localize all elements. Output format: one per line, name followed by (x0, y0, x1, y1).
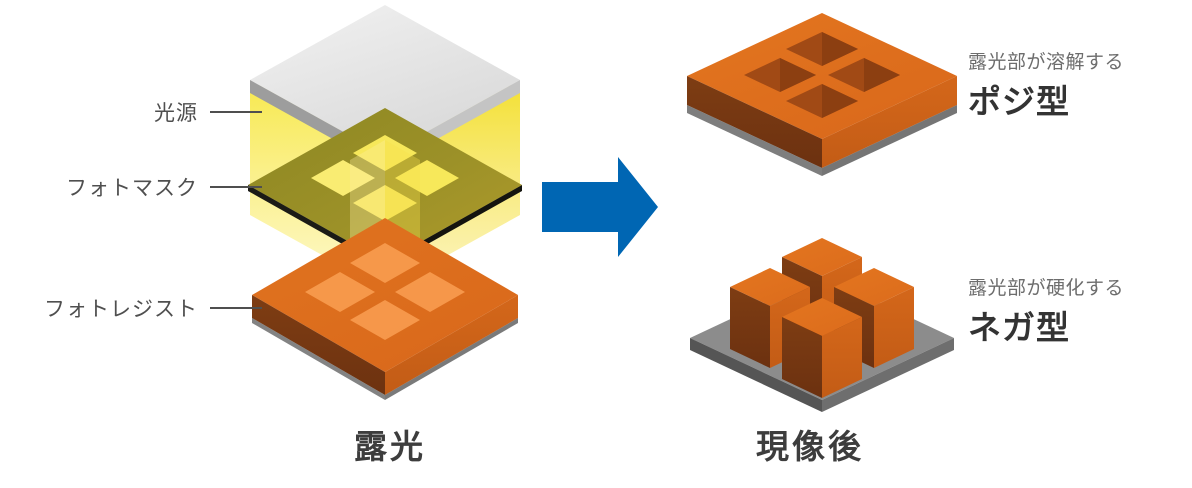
negative-resist-caption: 露光部が硬化する ネガ型 (968, 278, 1124, 348)
dissolved-pits (744, 32, 900, 118)
annotation-photomask-label: フォトマスク (66, 177, 198, 200)
positive-resist-description: 露光部が溶解する (968, 52, 1125, 73)
exposure-figure (230, 0, 540, 400)
caption-developed: 現像後 (756, 428, 864, 465)
positive-resist-figure (672, 8, 972, 198)
arrow-icon (542, 157, 658, 257)
positive-resist-caption: 露光部が溶解する ポジ型 (968, 52, 1124, 122)
leader-line-photoresist (210, 307, 262, 309)
positive-resist-name: ポジ型 (968, 82, 1070, 120)
process-arrow (540, 155, 660, 265)
caption-exposure: 露光 (354, 428, 426, 465)
negative-resist-description: 露光部が硬化する (968, 278, 1125, 299)
exposure-svg (248, 5, 522, 400)
negative-resist-figure (672, 228, 972, 412)
negative-resist-svg (690, 238, 954, 412)
annotation-photoresist: フォトレジスト (0, 293, 262, 323)
annotation-photomask: フォトマスク (0, 172, 262, 202)
annotation-photoresist-label: フォトレジスト (44, 298, 198, 321)
leader-line-light-source (210, 111, 262, 113)
negative-resist-name: ネガ型 (968, 308, 1070, 346)
photoresist (252, 218, 518, 400)
cured-cube-front (782, 298, 862, 398)
positive-resist-svg (687, 13, 957, 176)
annotation-light-source: 光源 (0, 97, 262, 127)
annotation-light-source-label: 光源 (154, 102, 198, 125)
leader-line-photomask (210, 186, 262, 188)
